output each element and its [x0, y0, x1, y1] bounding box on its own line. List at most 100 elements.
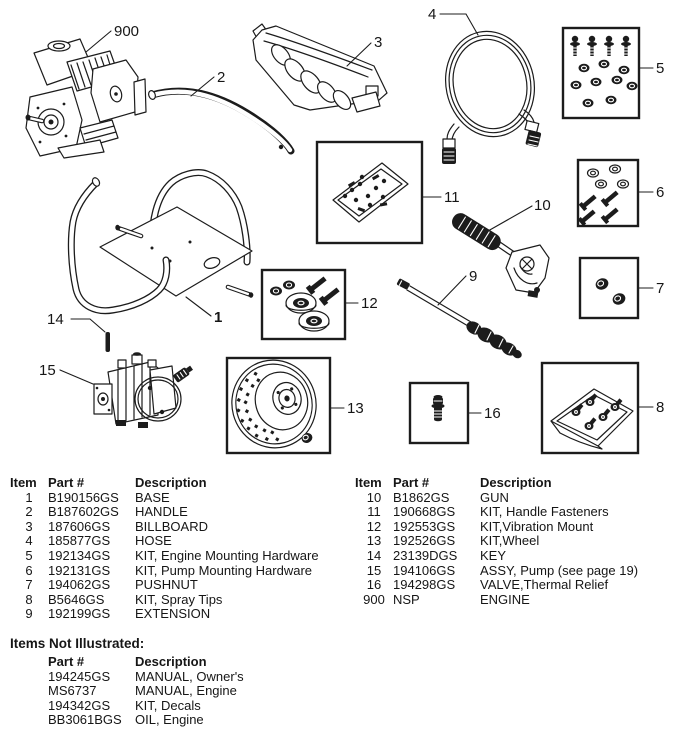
part-number: 194342GS — [48, 697, 111, 713]
part-pushnut-kit-illustration — [578, 256, 640, 320]
part-number: 194106GS — [393, 562, 456, 578]
column-header-description: Description — [480, 475, 552, 490]
part-description: KIT, Decals — [135, 697, 201, 713]
part-wheel-kit-illustration — [225, 356, 332, 455]
part-hose-illustration — [442, 30, 542, 164]
part-item-number: 1 — [25, 489, 33, 505]
part-item-number: 11 — [367, 504, 381, 520]
part-thermal-relief-valve-illustration — [408, 381, 470, 445]
part-item-number: 15 — [366, 562, 382, 578]
part-item-number: 8 — [25, 591, 33, 607]
callout-engine-mount-kit-label: 5 — [656, 60, 664, 77]
callout-line-key — [70, 318, 106, 333]
column-header-part: Part # — [48, 654, 85, 669]
part-description: HOSE — [135, 533, 172, 549]
callout-pushnut-kit-label: 7 — [656, 280, 664, 297]
part-number: B5646GS — [48, 591, 105, 607]
part-description: EXTENSION — [135, 606, 211, 622]
callout-pump-mount-kit-label: 6 — [656, 184, 664, 201]
callout-base-label: 1 — [214, 309, 222, 326]
callout-hose-label: 4 — [428, 6, 436, 23]
part-handle-fastener-kit-illustration — [315, 140, 424, 245]
part-item-number: 16 — [366, 577, 382, 593]
callout-line-extension — [437, 275, 467, 306]
part-description: ASSY, Pump (see page 19) — [480, 562, 639, 578]
part-description: OIL, Engine — [135, 712, 204, 728]
part-number: 187606GS — [48, 518, 111, 534]
parts-table-left: Item Part # Description 1 B190156GS BASE 2… — [10, 475, 344, 622]
callout-line-handle — [190, 76, 215, 97]
part-extension-illustration — [396, 278, 522, 359]
part-description: KIT, Handle Fasteners — [480, 504, 609, 520]
part-item-number: 12 — [366, 518, 382, 534]
part-description: BILLBOARD — [135, 518, 208, 534]
part-number: B190156GS — [48, 489, 119, 505]
part-item-number: 900 — [363, 591, 385, 607]
part-description: MANUAL, Engine — [135, 683, 237, 699]
part-number: 190668GS — [393, 504, 456, 520]
part-number: 185877GS — [48, 533, 111, 549]
column-header-part: Part # — [48, 475, 85, 490]
part-item-number: 9 — [25, 606, 33, 622]
not-illustrated-table: Part # Description 194245GS MANUAL, Owner… — [48, 654, 244, 728]
callout-extension-label: 9 — [469, 268, 477, 285]
part-description: PUSHNUT — [135, 577, 198, 593]
column-header-item: Item — [10, 475, 37, 490]
part-gun-illustration — [452, 213, 550, 298]
part-number: BB3061BGS — [48, 712, 122, 728]
part-description: VALVE,Thermal Relief — [480, 577, 609, 593]
not-illustrated-title: Items Not Illustrated: — [10, 636, 145, 651]
part-description: GUN — [480, 489, 509, 505]
callout-vibration-mount-kit-label: 12 — [361, 295, 378, 312]
part-description: HANDLE — [135, 504, 188, 520]
part-number: 192199GS — [48, 606, 111, 622]
callout-wheel-kit-label: 13 — [347, 400, 364, 417]
part-vibration-mount-kit-illustration — [260, 268, 347, 341]
spray-tip-icons — [571, 393, 623, 430]
callout-line-hose — [439, 13, 479, 36]
part-number: B1862GS — [393, 489, 450, 505]
callout-spray-tips-kit-label: 8 — [656, 399, 664, 416]
part-number: 194062GS — [48, 577, 111, 593]
part-pump-illustration — [93, 352, 193, 428]
callout-line-base — [185, 296, 212, 317]
column-header-description: Description — [135, 475, 207, 490]
callout-thermal-relief-valve-label: 16 — [484, 405, 501, 422]
part-engine-mount-kit-illustration — [561, 26, 641, 120]
exploded-parts-diagram: 900 2 3 4 — [25, 6, 664, 455]
part-number: 192526GS — [393, 533, 456, 549]
column-header-item: Item — [355, 475, 382, 490]
part-description: MANUAL, Owner's — [135, 668, 244, 684]
part-pump-mount-kit-illustration — [576, 158, 640, 228]
part-number: NSP — [393, 591, 420, 607]
bolt-icons — [570, 35, 631, 56]
part-base-illustration — [67, 169, 254, 315]
part-item-number: 10 — [366, 489, 382, 505]
part-description: BASE — [135, 489, 170, 505]
part-description: KIT, Pump Mounting Hardware — [135, 562, 313, 578]
part-item-number: 13 — [366, 533, 382, 549]
part-key-illustration — [105, 332, 110, 352]
callout-line-gun — [487, 205, 533, 232]
part-item-number: 5 — [25, 547, 33, 563]
part-description: KIT, Spray Tips — [135, 591, 223, 607]
part-engine-illustration — [25, 38, 147, 159]
callout-handle-fastener-kit-label: 11 — [444, 189, 460, 206]
part-item-number: 14 — [366, 547, 382, 563]
part-description: KIT, Engine Mounting Hardware — [135, 547, 319, 563]
column-header-description: Description — [135, 654, 207, 669]
part-billboard-illustration — [252, 23, 388, 113]
part-item-number: 2 — [25, 504, 33, 520]
callout-line-billboard — [346, 42, 372, 67]
callout-key-label: 14 — [47, 311, 64, 328]
part-number: 194245GS — [48, 668, 111, 684]
callout-billboard-label: 3 — [374, 34, 382, 51]
nut-icons — [570, 59, 638, 108]
part-handle-illustration — [148, 87, 295, 155]
callout-engine-label: 900 — [114, 23, 139, 40]
part-description: KIT,Vibration Mount — [480, 518, 594, 534]
part-description: ENGINE — [480, 591, 530, 607]
callout-handle-label: 2 — [217, 69, 225, 86]
part-number: B187602GS — [48, 504, 119, 520]
